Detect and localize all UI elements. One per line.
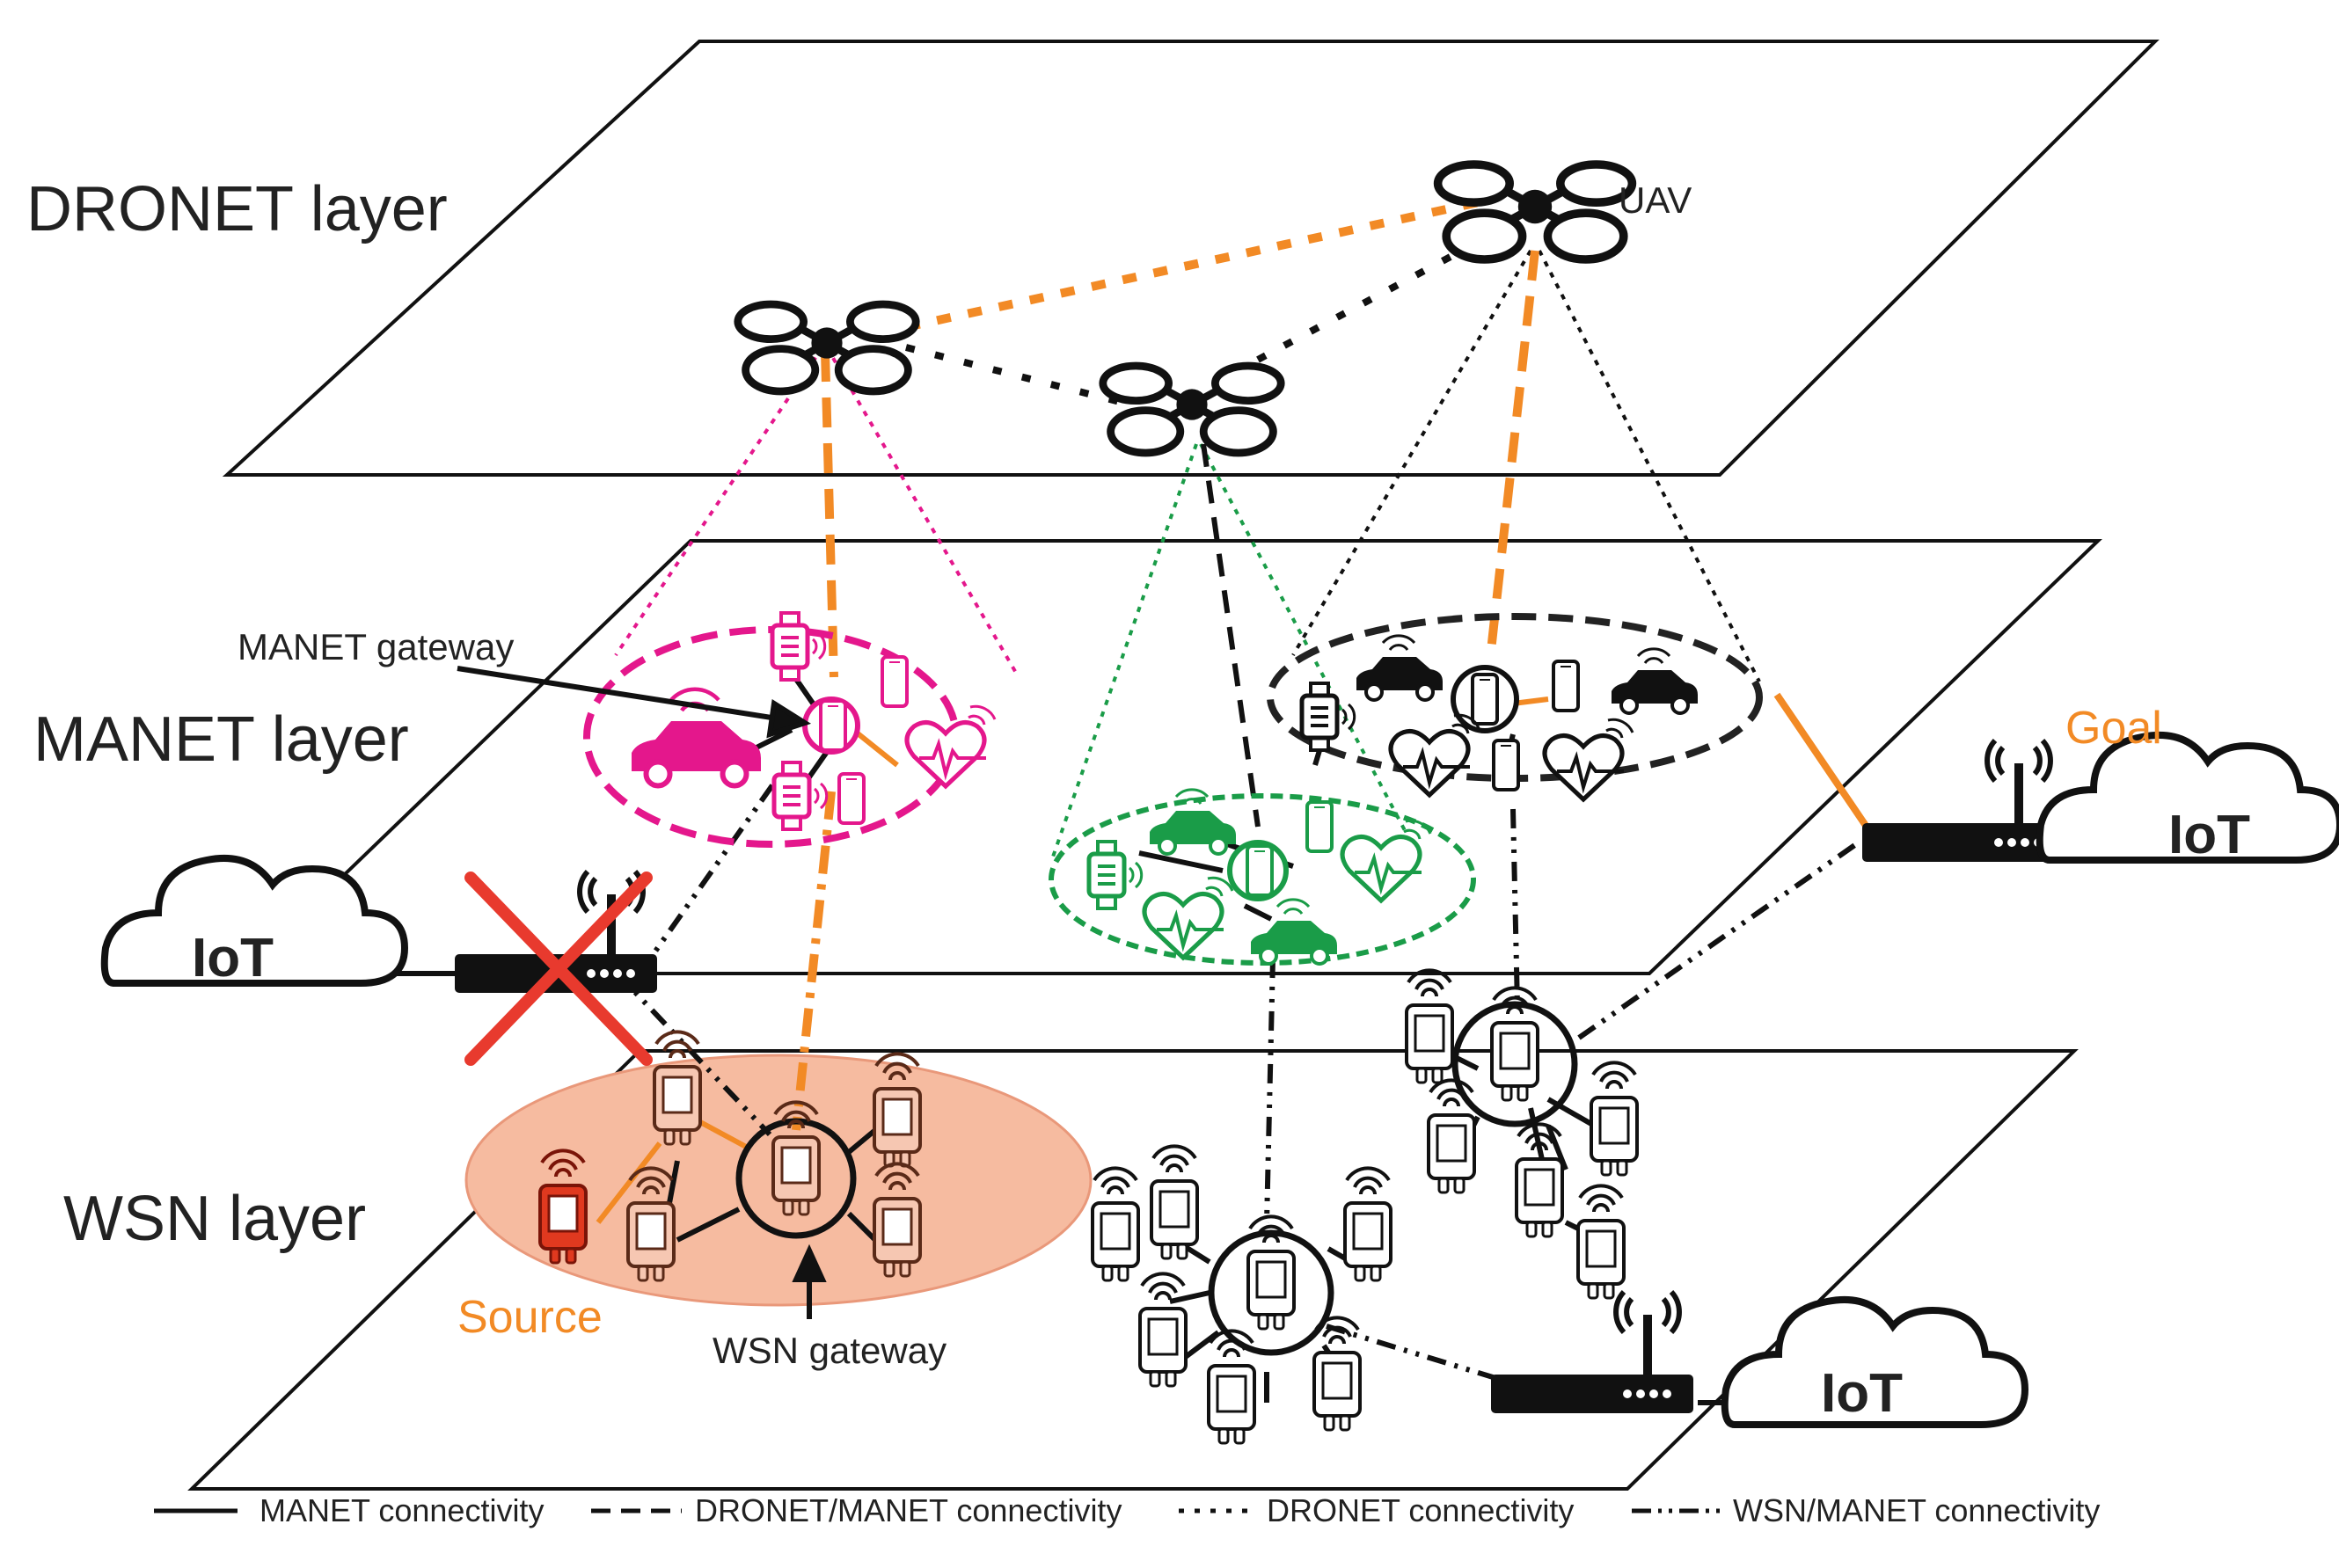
- wsn-manet-links: [613, 784, 1858, 1383]
- router-goal: [1862, 740, 2065, 862]
- gateway-arrows: [457, 666, 827, 1319]
- iot-label-right: IoT: [2168, 805, 2250, 865]
- dronet-manet-links: [821, 250, 1539, 828]
- router-failed: [455, 872, 657, 1066]
- iot-label-left: IoT: [192, 928, 274, 988]
- manet-links: [339, 671, 2134, 1405]
- legend-wsn-manet: WSN/MANET connectivity: [1733, 1492, 2100, 1528]
- coverage-cones: [614, 249, 1761, 863]
- manet-layer-label: MANET layer: [33, 704, 409, 775]
- manet-plane: [238, 539, 2102, 975]
- uav-label: UAV: [1619, 179, 1692, 221]
- source-label: Source: [457, 1292, 603, 1343]
- dronet-links: [904, 196, 1488, 408]
- manet-cluster-black: [1267, 613, 1763, 799]
- dronet-plane: [222, 40, 2160, 477]
- legend-dronet: DRONET connectivity: [1267, 1492, 1574, 1528]
- wsn-cluster-source: [538, 1030, 922, 1282]
- wsn-cluster-middle: [1091, 1144, 1392, 1445]
- goal-label: Goal: [2065, 703, 2162, 754]
- manet-cluster-green: [1049, 787, 1476, 966]
- manet-gateway-label: MANET gateway: [238, 626, 514, 667]
- iot-label-bottom: IoT: [1821, 1363, 1903, 1424]
- legend-manet: MANET connectivity: [259, 1492, 544, 1528]
- wsn-layer-label: WSN layer: [63, 1184, 366, 1254]
- wsn-plane: [187, 1049, 2079, 1491]
- dronet-layer-label: DRONET layer: [26, 174, 448, 244]
- wsn-gateway-label: WSN gateway: [713, 1330, 947, 1371]
- legend-dronet-manet: DRONET/MANET connectivity: [695, 1492, 1122, 1528]
- router-bottom: [1491, 1292, 1693, 1413]
- wsn-cluster-right: [1405, 968, 1639, 1300]
- legend: MANET connectivity DRONET/MANET connecti…: [154, 1492, 2100, 1528]
- manet-cluster-pink: [583, 613, 995, 848]
